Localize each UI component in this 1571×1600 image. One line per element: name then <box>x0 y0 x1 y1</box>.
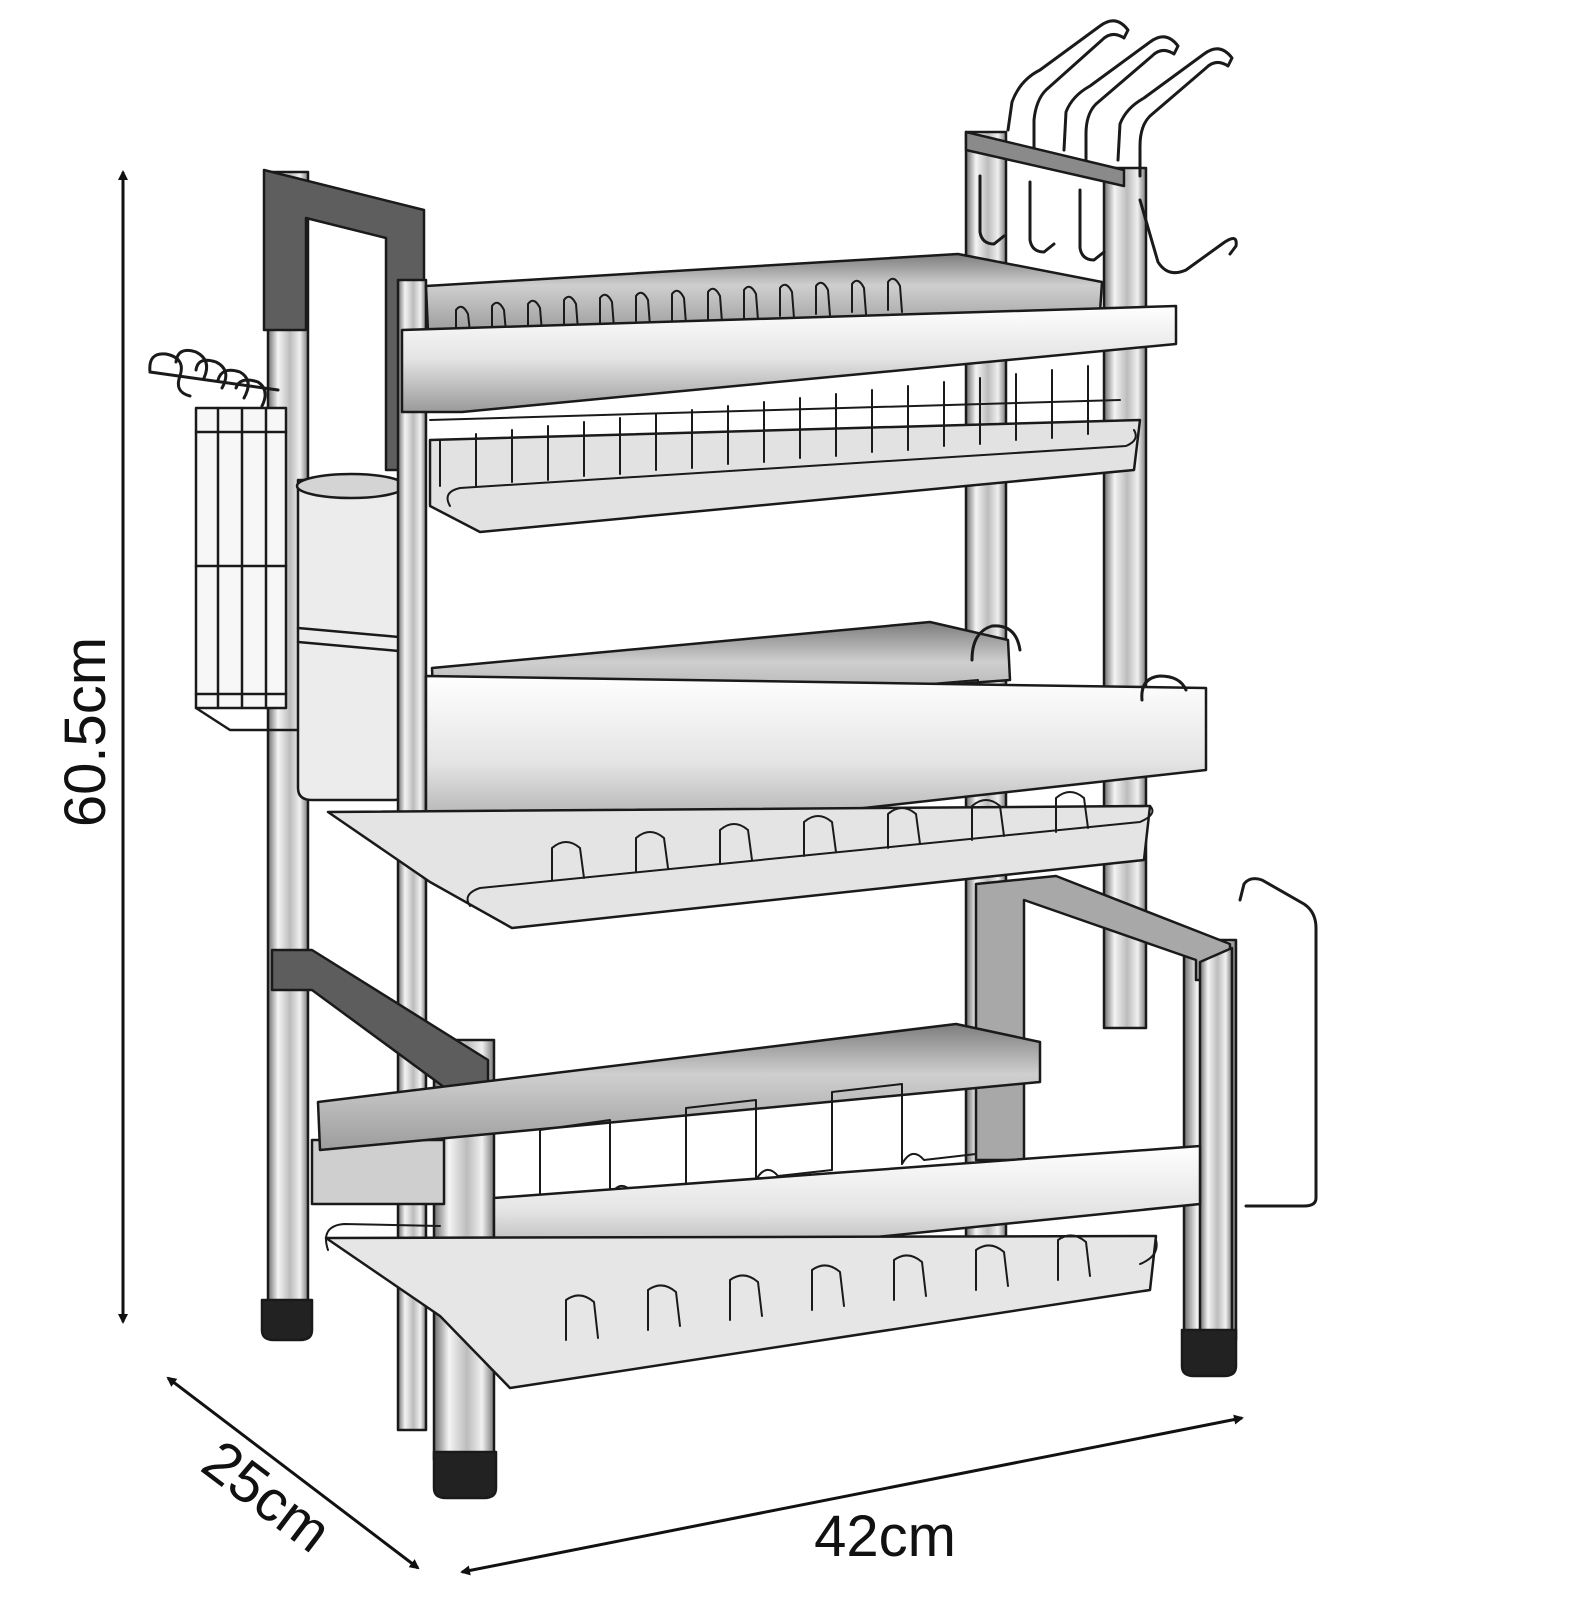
knife-holder-back-plate <box>964 130 1126 188</box>
foot-front-left <box>432 1450 498 1500</box>
width-dimension: 42cm <box>460 1414 1244 1576</box>
tier-1-back-wires <box>455 277 903 333</box>
tier-2 <box>326 620 1208 930</box>
utensil-basket <box>194 406 302 732</box>
depth-dimension: 25cm <box>166 1376 420 1570</box>
tier-1-tray <box>428 418 1142 534</box>
tier-2-front-wires <box>466 791 1154 907</box>
dish-rack <box>148 19 1318 1500</box>
tier-3-front-wires <box>325 1223 1158 1341</box>
side-hooks <box>148 348 280 408</box>
width-arrow <box>460 1414 1244 1576</box>
height-dimension: 60.5cm <box>53 170 128 1324</box>
tier-3-pan <box>316 1022 1042 1152</box>
cutting-board-holder <box>974 874 1318 1342</box>
tier-3 <box>316 1022 1202 1390</box>
height-label: 60.5cm <box>53 637 118 827</box>
cup-holder <box>295 472 412 802</box>
tier-3-tray <box>324 1234 1158 1390</box>
tier-1-front-rail <box>400 304 1178 414</box>
tier-2-right-hook <box>1140 674 1188 702</box>
foot-front-right <box>1180 1328 1238 1378</box>
width-label: 42cm <box>814 1504 956 1569</box>
foot-back-left <box>260 1298 314 1342</box>
tier-2-tray <box>326 804 1152 930</box>
tier-1 <box>400 252 1178 534</box>
tier-2-back-hook <box>970 624 1022 662</box>
lower-left-brace <box>310 1138 446 1206</box>
knife-holder <box>978 19 1238 275</box>
depth-arrow <box>166 1376 420 1570</box>
tier-1-front-wires <box>429 365 1137 507</box>
depth-label: 25cm <box>191 1428 343 1565</box>
